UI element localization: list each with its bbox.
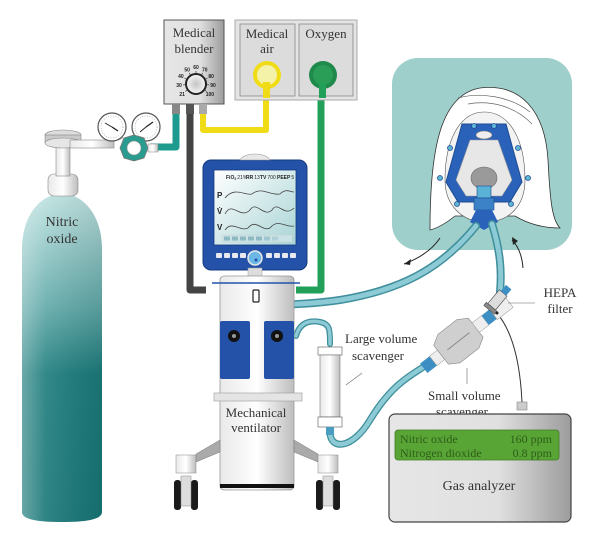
dial-tick-label: 50 <box>184 68 190 74</box>
dial-tick <box>204 90 207 92</box>
large-scavenger-label-line1: Large volume <box>345 331 418 346</box>
dial-tick <box>185 90 188 92</box>
sample-line <box>495 311 523 403</box>
oxygen-label: Oxygen <box>305 26 347 41</box>
regulator-pipe <box>69 139 115 149</box>
power-switch[interactable] <box>252 289 260 303</box>
cylinder-label-line1: Nitric <box>46 215 79 230</box>
analyzer-lcd <box>394 429 560 461</box>
wave-label-pressure: P <box>217 191 223 200</box>
blender-outlet-1 <box>172 104 180 114</box>
blender-outlet-2 <box>186 104 194 114</box>
large-scavenger-leader <box>345 372 363 386</box>
nitric-oxide-cylinder: Nitric oxide <box>22 129 115 522</box>
dial-tick-label: 21 <box>179 92 185 98</box>
large-volume-scavenger: Large volume scavenger <box>317 331 418 435</box>
wall-gas-outlets: Medical air Oxygen <box>234 19 358 101</box>
wheel-right <box>316 454 340 510</box>
blender-label-line2: blender <box>175 41 215 56</box>
volume-waveform <box>224 223 295 231</box>
dial-tick-label: 100 <box>206 92 215 98</box>
dial-tick-label: 30 <box>176 83 182 89</box>
air-line <box>200 90 269 133</box>
analyzer-row-no2-name: Nitrogen dioxide <box>400 446 482 460</box>
cylinder-valve <box>55 145 71 177</box>
wave-label-volume: V <box>217 223 223 232</box>
pressure-waveform <box>224 190 295 199</box>
blender-to-ventilator-line <box>186 112 206 294</box>
hepa-label-line2: filter <box>547 301 573 316</box>
inspiratory-port-panel <box>264 321 294 379</box>
gas-analyzer: Nitric oxide 160 ppm Nitrogen dioxide 0.… <box>388 401 572 523</box>
air-label-line2: air <box>260 41 274 56</box>
hepa-filter: HEPA filter <box>483 284 577 316</box>
dial-tick <box>205 77 208 80</box>
screen-status-bar <box>221 234 293 243</box>
monitor-knob[interactable] <box>247 250 263 266</box>
wheel-left <box>174 454 198 510</box>
expiratory-port-panel <box>220 321 250 379</box>
gauge-left <box>97 112 127 142</box>
ventilator-label-line2: ventilator <box>231 420 281 435</box>
screen-param-rr: RR13 <box>246 175 260 181</box>
cylinder-label-line2: oxide <box>46 232 77 247</box>
pressure-regulator <box>97 112 161 162</box>
ventilator-screen <box>213 169 297 246</box>
small-scavenger-label-line1: Small volume <box>428 388 501 403</box>
dial-tick <box>184 77 187 80</box>
ventilator-shelf <box>213 392 303 402</box>
mask-clips <box>437 123 531 207</box>
dial-tick-label: 60 <box>193 65 199 71</box>
monitor-mount <box>247 267 263 277</box>
air-label-line1: Medical <box>246 26 289 41</box>
oxygen-line <box>296 92 325 294</box>
small-volume-scavenger: Small volume scavenger <box>420 295 514 419</box>
dial-tick-label: 70 <box>202 68 208 74</box>
large-scavenger-label-line2: scavenger <box>352 348 405 363</box>
cylinder-neck <box>47 173 79 197</box>
blender-label-line1: Medical <box>173 25 216 40</box>
screen-param-peep: PEEP5 <box>277 175 294 181</box>
no-line <box>150 112 180 151</box>
gas-lines <box>150 90 325 294</box>
analyzer-row-no-name: Nitric oxide <box>400 432 458 446</box>
dial-tick-label: 40 <box>178 74 184 80</box>
wave-label-flow: V̇ <box>217 207 223 216</box>
dial-tick-label: 80 <box>208 74 214 80</box>
gauge-right <box>131 112 161 142</box>
mechanical-ventilator: FiO221% RR13 TV700 PEEP5 P V̇ V <box>174 153 340 510</box>
ventilator-body <box>219 275 295 491</box>
blender-dial[interactable] <box>185 73 207 95</box>
blender-outlet-3 <box>199 104 207 114</box>
patient-panel <box>392 58 572 269</box>
hepa-label-line1: HEPA <box>544 285 577 300</box>
large-scavenger-body <box>319 354 341 418</box>
monitor-buttons[interactable] <box>216 253 296 258</box>
screen-param-fio2: FiO221% <box>226 175 248 181</box>
dial-tick <box>189 72 191 75</box>
dial-tick-label: 90 <box>210 83 216 89</box>
analyzer-label: Gas analyzer <box>443 479 516 494</box>
analyzer-row-no-value: 160 ppm <box>510 432 553 446</box>
analyzer-sample-port <box>516 401 528 411</box>
screen-param-tv: TV700 <box>260 175 276 181</box>
analyzer-row-no2-value: 0.8 ppm <box>513 446 553 460</box>
flow-waveform <box>224 206 295 215</box>
mask-connector <box>476 185 492 199</box>
waveforms <box>224 190 295 231</box>
dial-tick <box>201 72 203 75</box>
ventilator-label-line1: Mechanical <box>226 405 287 420</box>
